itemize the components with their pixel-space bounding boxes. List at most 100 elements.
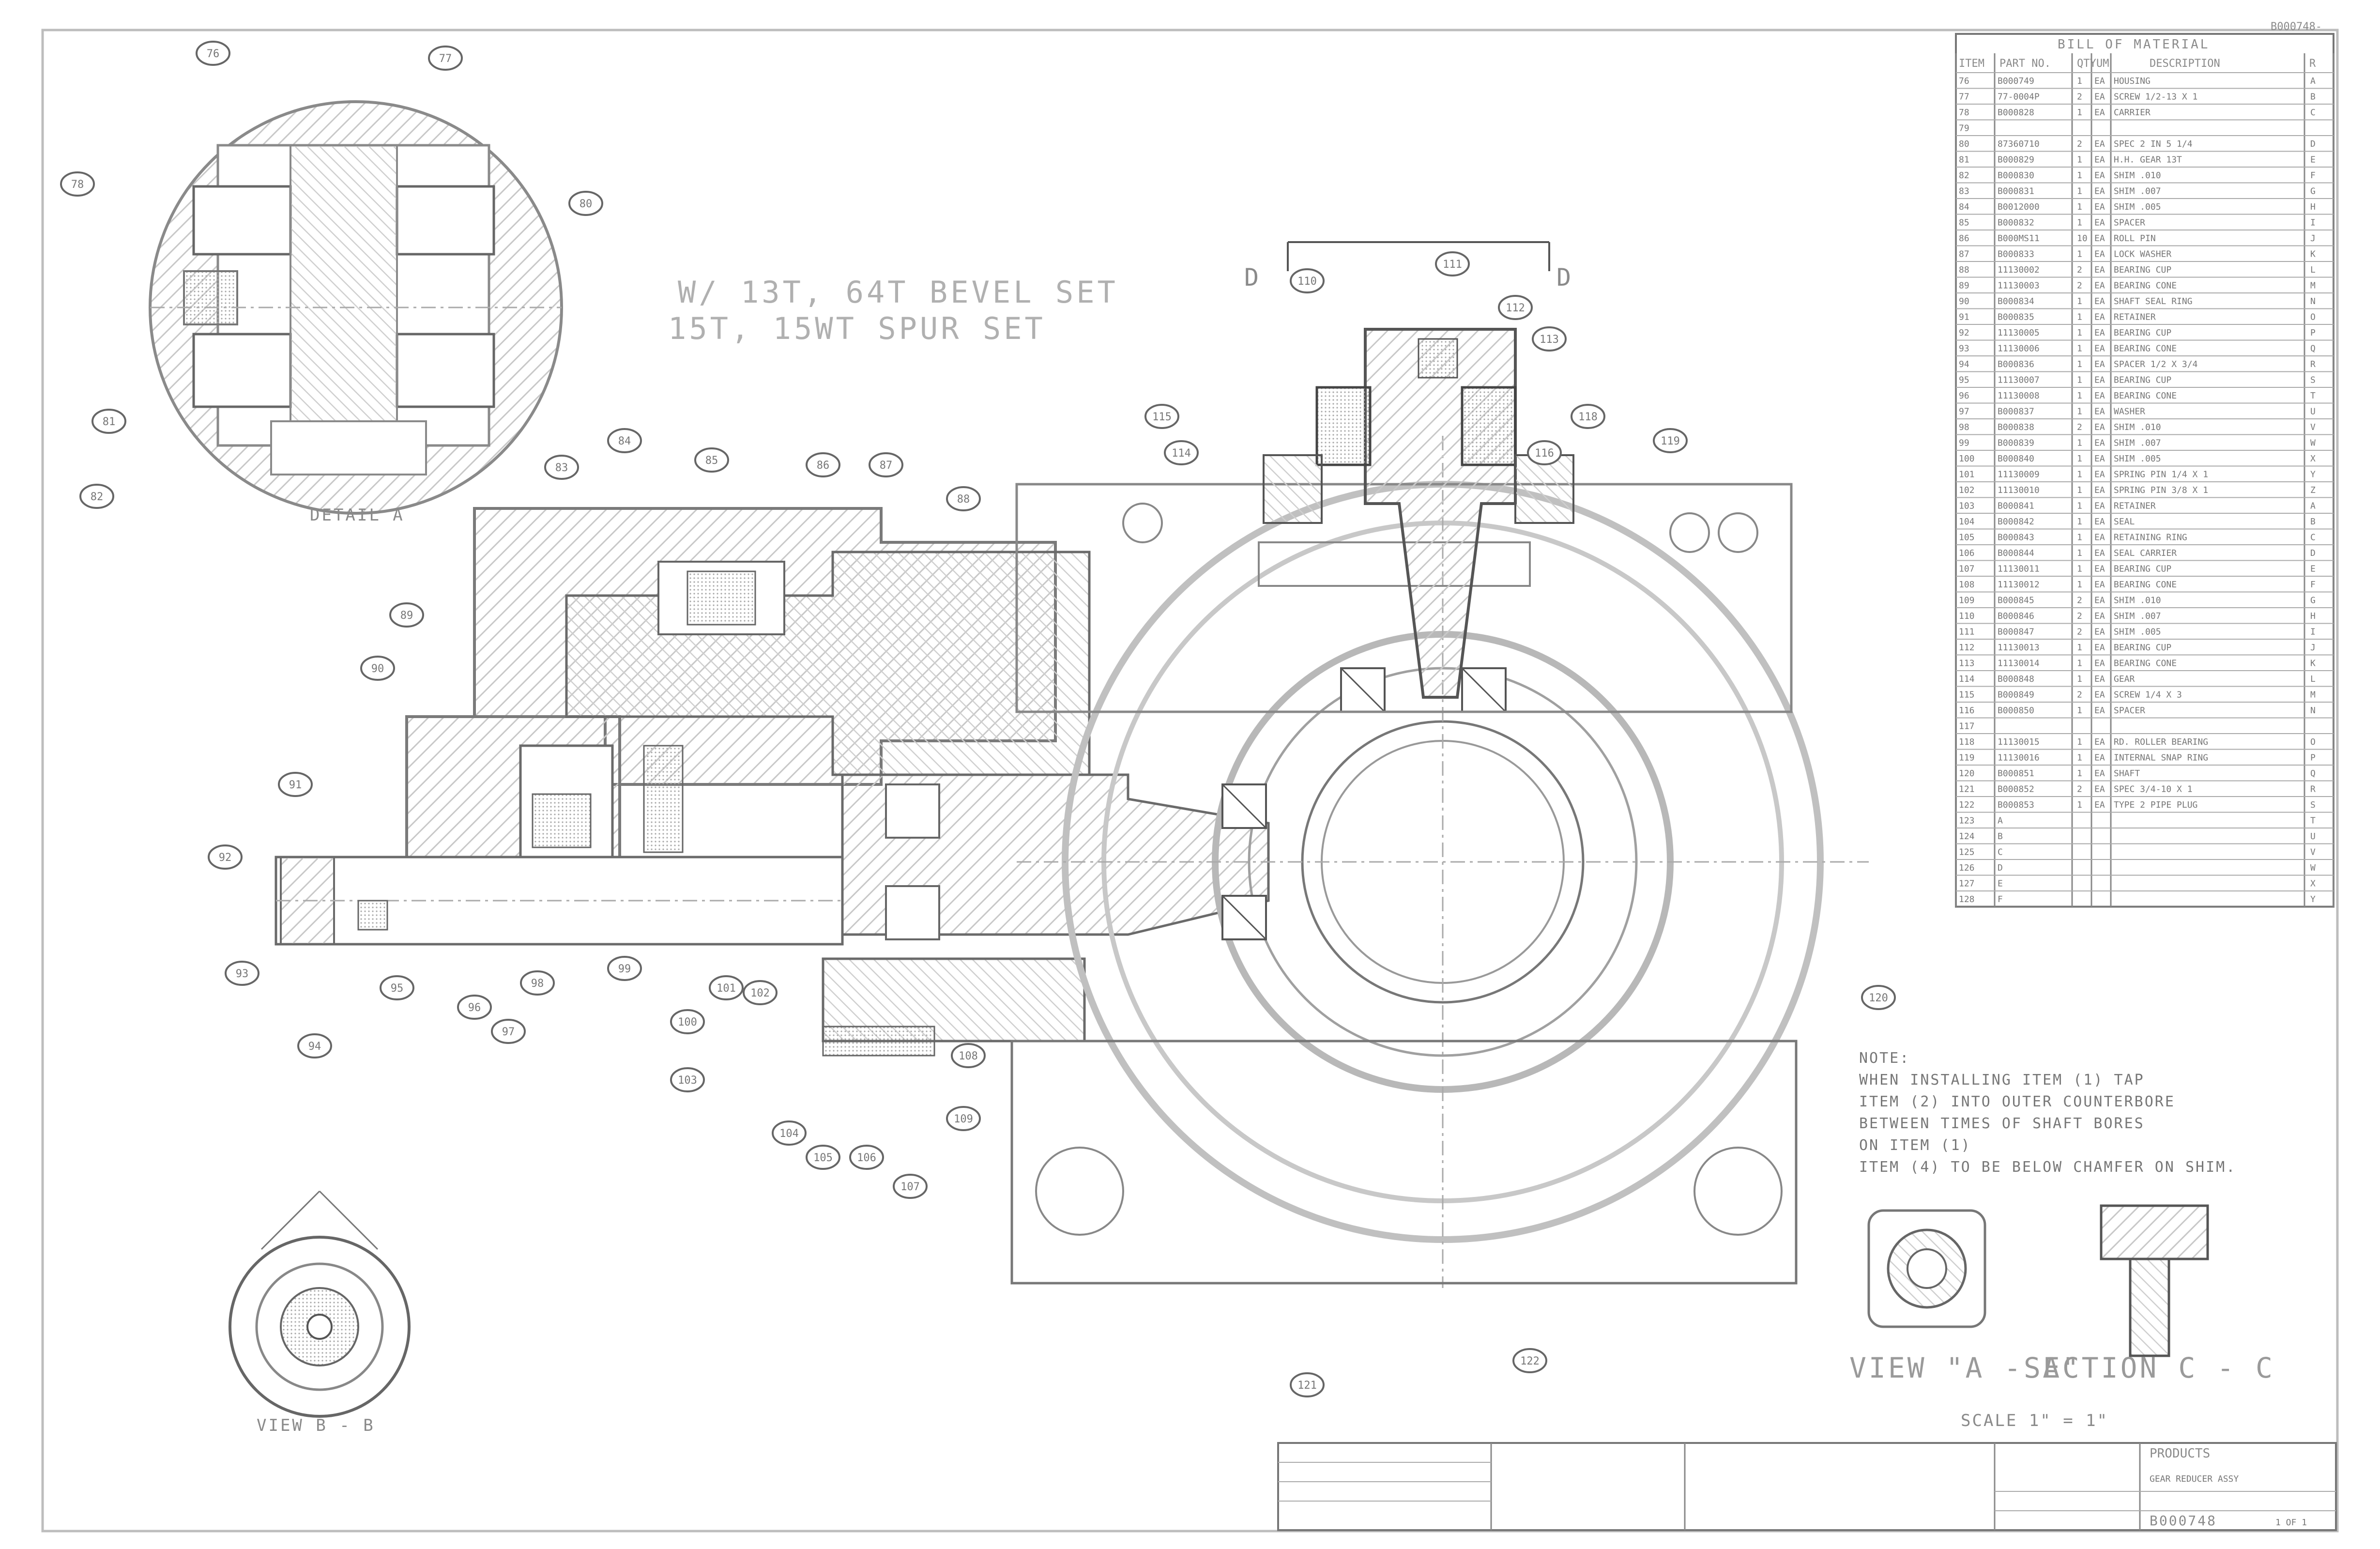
callout-number: 101	[717, 982, 736, 995]
callout-circle	[1164, 440, 1199, 465]
bom-cell: 100	[1959, 454, 1975, 464]
bom-cell: SPACER	[2114, 705, 2145, 716]
bom-cell: 1	[2077, 548, 2082, 558]
bom-cell: T	[2310, 816, 2316, 826]
bom-cell: A	[2310, 76, 2316, 86]
bom-cell: H	[2310, 202, 2316, 212]
view-a-a-label: VIEW "A - A"	[1849, 1351, 2081, 1384]
bom-cell: O	[2310, 737, 2316, 747]
bom-cell: 1	[2077, 328, 2082, 338]
bom-cell: Q	[2310, 344, 2316, 354]
bom-cell: D	[2310, 548, 2316, 558]
bom-cell: 88	[1959, 265, 1969, 275]
callout-circle	[1861, 985, 1896, 1010]
bom-cell: T	[2310, 391, 2316, 401]
note-line: BETWEEN TIMES OF SHAFT BORES	[1859, 1115, 2145, 1132]
bom-cell: EA	[2094, 312, 2105, 322]
bom-cell: 1	[2077, 359, 2082, 369]
bom-cell: B000MS11	[1998, 233, 2040, 244]
bom-cell: 2	[2077, 627, 2082, 637]
bom-cell: SPEC 3/4-10 X 1	[2114, 784, 2193, 795]
bom-cell: B000840	[1998, 454, 2034, 464]
callout-number: 113	[1540, 334, 1559, 346]
callout-circle	[849, 1145, 884, 1170]
bom-cell: 11130005	[1998, 328, 2040, 338]
callout-balloon: 106	[849, 1145, 884, 1170]
callout-balloon: 113	[1532, 326, 1567, 352]
callout-balloon: 114	[1164, 440, 1199, 465]
bom-cell: M	[2310, 690, 2316, 700]
callout-number: 114	[1172, 447, 1191, 460]
callout-balloon: 96	[457, 995, 492, 1020]
bom-cell: EA	[2094, 580, 2105, 590]
callout-circle	[743, 980, 778, 1005]
bom-cell: SCREW 1/4 X 3	[2114, 690, 2182, 700]
bom-cell: 2	[2077, 281, 2082, 291]
view-b-b-label: VIEW B - B	[257, 1416, 375, 1435]
bom-cell: J	[2310, 643, 2316, 653]
bom-cell: 2	[2077, 139, 2082, 149]
bom-cell: LOCK WASHER	[2114, 249, 2171, 260]
bom-cell: Q	[2310, 768, 2316, 779]
callout-balloon: 105	[806, 1145, 840, 1170]
callout-circle	[360, 656, 395, 681]
bom-cell: B	[2310, 92, 2316, 102]
bom-header: DESCRIPTION	[2150, 58, 2220, 70]
callout-circle	[389, 602, 424, 628]
bom-cell: EA	[2094, 407, 2105, 417]
bom-cell: EA	[2094, 784, 2105, 795]
bom-cell: 1	[2077, 705, 2082, 716]
bom-cell: 84	[1959, 202, 1969, 212]
bom-cell: Y	[2310, 470, 2316, 480]
main-section-view	[275, 507, 1270, 1057]
callout-number: 121	[1297, 1380, 1317, 1392]
bom-cell: V	[2310, 422, 2316, 432]
callout-balloon: 77	[428, 46, 463, 71]
callout-number: 122	[1520, 1355, 1540, 1367]
bom-cell: 11130008	[1998, 391, 2040, 401]
callout-balloon: 97	[491, 1019, 526, 1044]
bom-cell: 2	[2077, 784, 2082, 795]
bom-cell: X	[2310, 879, 2316, 889]
callout-balloon: 122	[1512, 1348, 1547, 1373]
callout-circle	[1290, 268, 1325, 293]
bom-cell: O	[2310, 312, 2316, 322]
callout-number: 93	[236, 968, 249, 980]
callout-circle	[60, 171, 95, 197]
callout-circle	[1290, 1372, 1325, 1397]
bom-cell: B000852	[1998, 784, 2034, 795]
bom-cell: EA	[2094, 218, 2105, 228]
bom-cell: L	[2310, 674, 2316, 684]
bom-cell: B000836	[1998, 359, 2034, 369]
bom-cell: 128	[1959, 894, 1975, 905]
bom-cell: BEARING CONE	[2114, 659, 2177, 669]
bom-cell: EA	[2094, 375, 2105, 385]
bom-cell: 1	[2077, 170, 2082, 181]
callout-number: 77	[439, 53, 452, 65]
bom-cell: EA	[2094, 139, 2105, 149]
callout-number: 97	[502, 1026, 515, 1038]
bom-cell: 97	[1959, 407, 1969, 417]
bom-cell: 11130009	[1998, 470, 2040, 480]
bom-cell: SHIM .005	[2114, 627, 2161, 637]
bom-cell: 93	[1959, 344, 1969, 354]
bom-cell: B000831	[1998, 186, 2034, 197]
bom-cell: 95	[1959, 375, 1969, 385]
callout-circle	[278, 772, 313, 797]
bom-cell: 1	[2077, 249, 2082, 260]
bom-cell: TYPE 2 PIPE PLUG	[2114, 800, 2197, 810]
bom-cell: EA	[2094, 501, 2105, 511]
callout-number: 112	[1506, 302, 1525, 314]
callout-balloon: 87	[869, 452, 903, 477]
bom-cell: C	[1998, 847, 2003, 858]
